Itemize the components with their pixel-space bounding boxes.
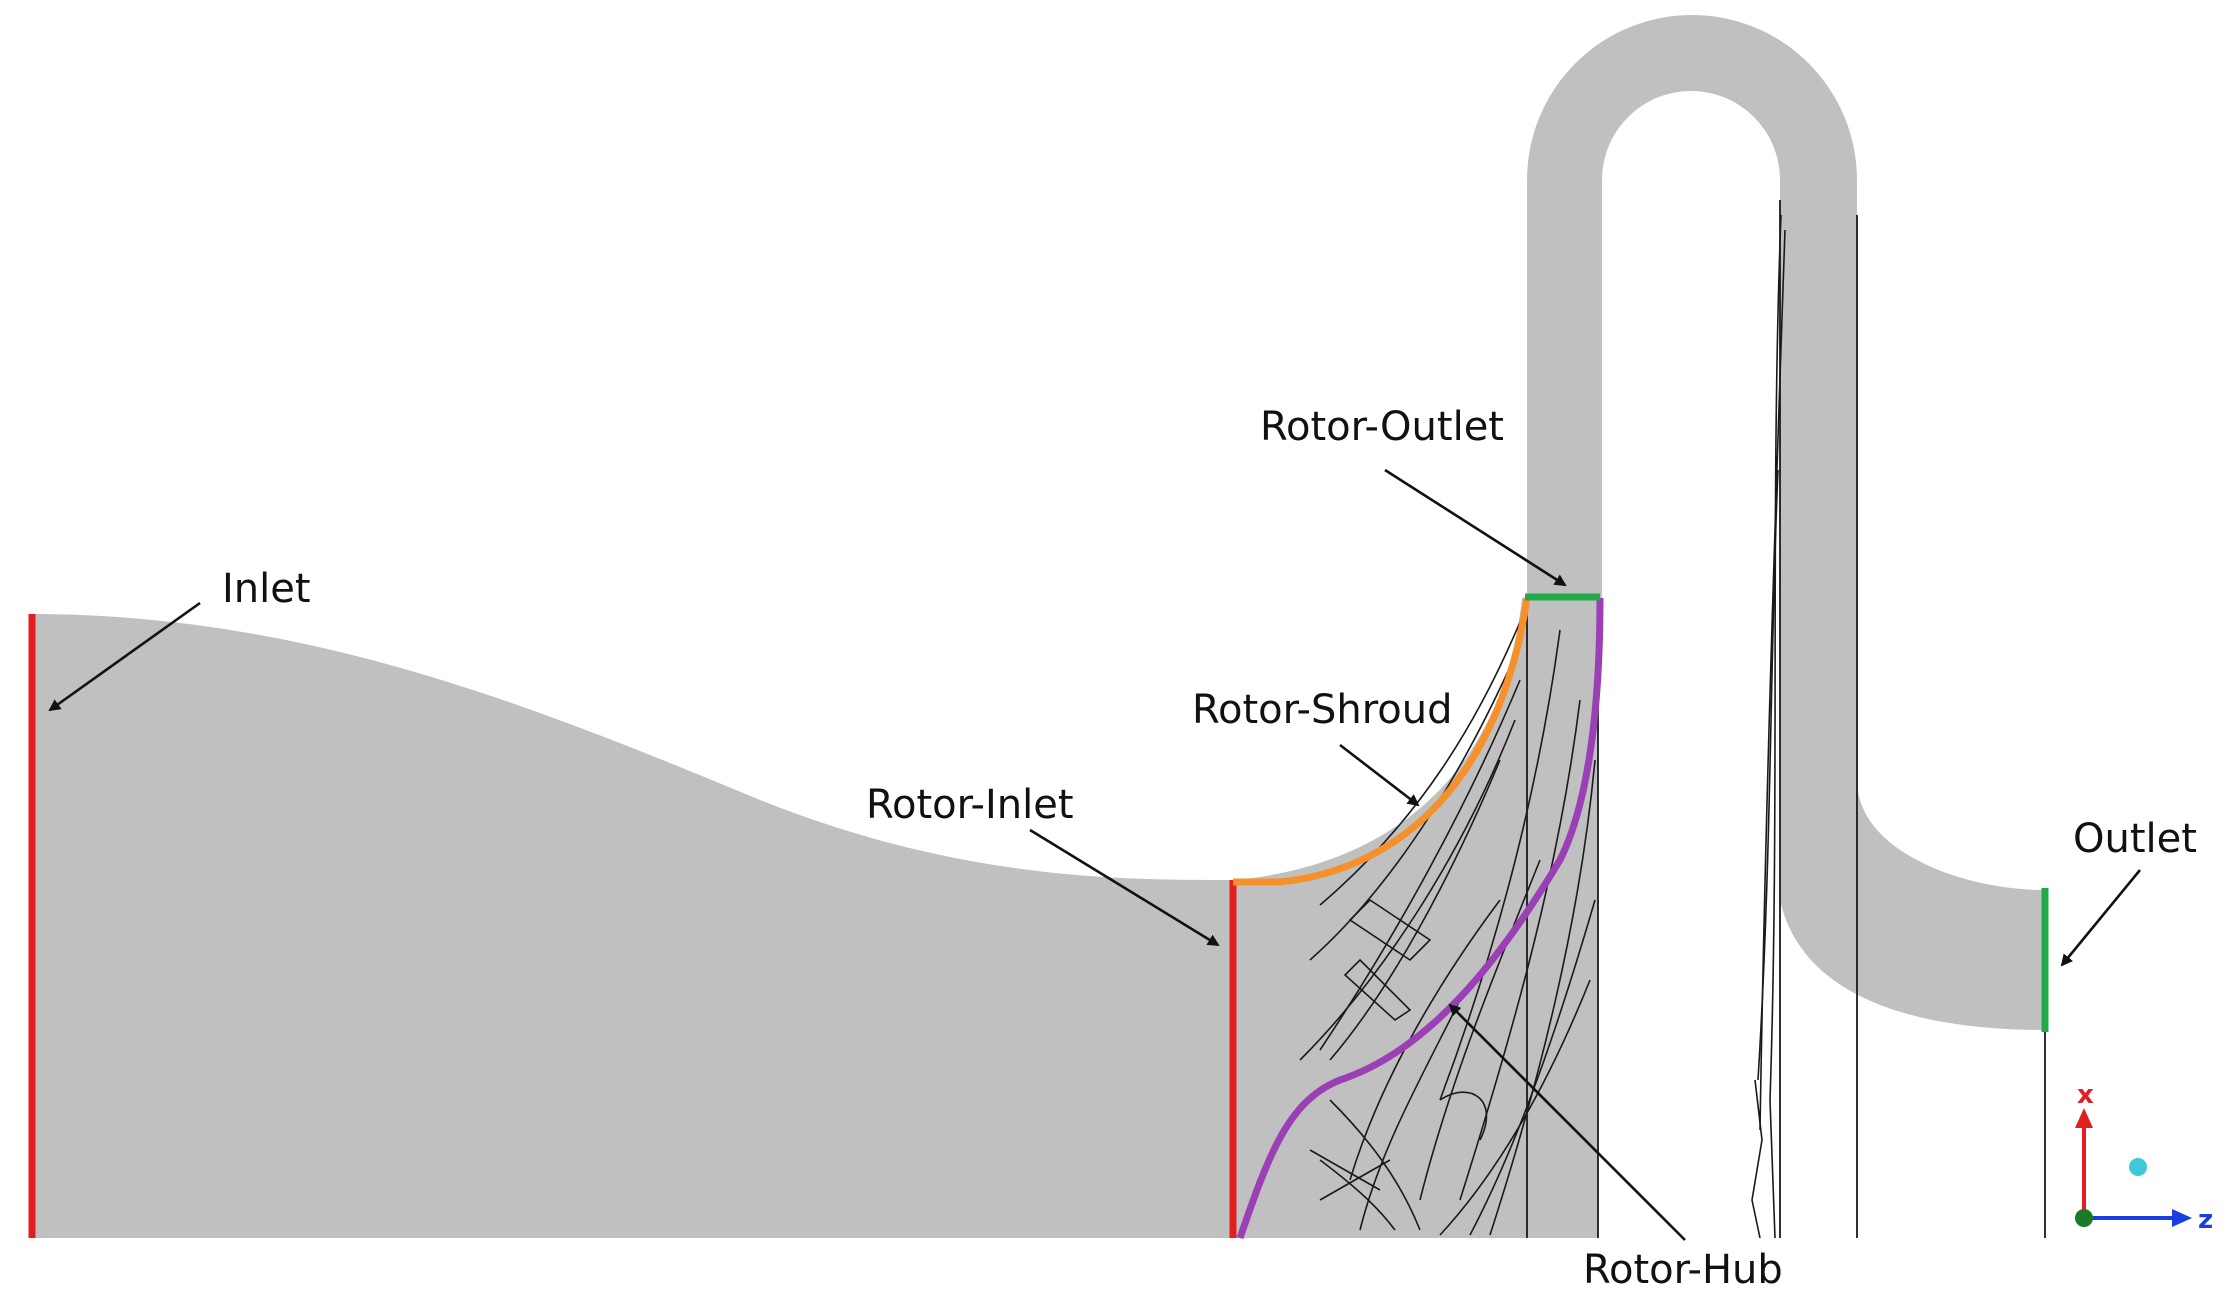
boundaries	[28, 593, 2049, 1240]
y-axis-dot	[2129, 1158, 2147, 1176]
origin-dot	[2075, 1209, 2093, 1227]
rotor-hub-label: Rotor-Hub	[1583, 1247, 1783, 1293]
blade-curve	[1348, 898, 1432, 962]
rotor-hub-leader-arrow	[1448, 1003, 1686, 1241]
blade-curve	[1439, 629, 1561, 1101]
blade-curve	[1489, 759, 1596, 1236]
blade-curve	[1469, 899, 1596, 1236]
blade-curve	[1459, 699, 1581, 1201]
return-vane-curve	[1751, 1079, 1763, 1239]
outlet-leader-arrow	[2060, 869, 2142, 967]
blade-curve	[1439, 979, 1591, 1236]
inlet-label: Inlet	[222, 566, 311, 612]
flow-domain	[30, 15, 2045, 1238]
blade-curve	[1349, 899, 1501, 1181]
blade-curve	[1319, 679, 1521, 1051]
rotor-shroud-curve	[1233, 597, 1531, 886]
blade-curve	[1329, 759, 1501, 1061]
return-channel-region	[1527, 15, 2045, 1030]
blade-curve	[1319, 1159, 1396, 1231]
blade-curve	[1329, 1099, 1421, 1231]
rotor-inlet-label: Rotor-Inlet	[866, 782, 1074, 828]
rotor-shroud-leader-arrow	[1339, 743, 1420, 807]
inlet-duct-region	[30, 598, 1598, 1238]
z-axis-arrowhead	[2172, 1209, 2192, 1227]
leader-lines	[48, 468, 2142, 1241]
x-axis-arrowhead	[2075, 1108, 2093, 1128]
z-axis-label: z	[2198, 1205, 2213, 1235]
rotor-hub-curve	[1236, 597, 1604, 1240]
blade-curve	[1343, 958, 1412, 1022]
blade-curve	[1419, 859, 1541, 1201]
x-axis-label: x	[2077, 1080, 2094, 1110]
blade-curve	[1439, 1091, 1488, 1141]
blade-curve	[1299, 719, 1516, 1061]
inlet-leader-arrow	[48, 601, 201, 712]
callout-labels: Inlet Rotor-Outlet Rotor-Shroud Rotor-In…	[222, 404, 2197, 1293]
rotor-blade-lines	[1299, 200, 2046, 1239]
return-vane-curve	[1757, 469, 1779, 1081]
rotor-outlet-label: Rotor-Outlet	[1260, 404, 1504, 450]
axis-triad: x z	[2075, 1080, 2213, 1235]
outlet-label: Outlet	[2073, 816, 2197, 862]
rotor-inlet-leader-arrow	[1029, 828, 1220, 947]
return-vane-curve	[1769, 214, 1782, 1239]
rotor-outlet-leader-arrow	[1384, 468, 1567, 587]
blade-curve	[1319, 609, 1526, 906]
blade-curve	[1309, 1149, 1391, 1201]
rotor-shroud-label: Rotor-Shroud	[1192, 687, 1452, 733]
